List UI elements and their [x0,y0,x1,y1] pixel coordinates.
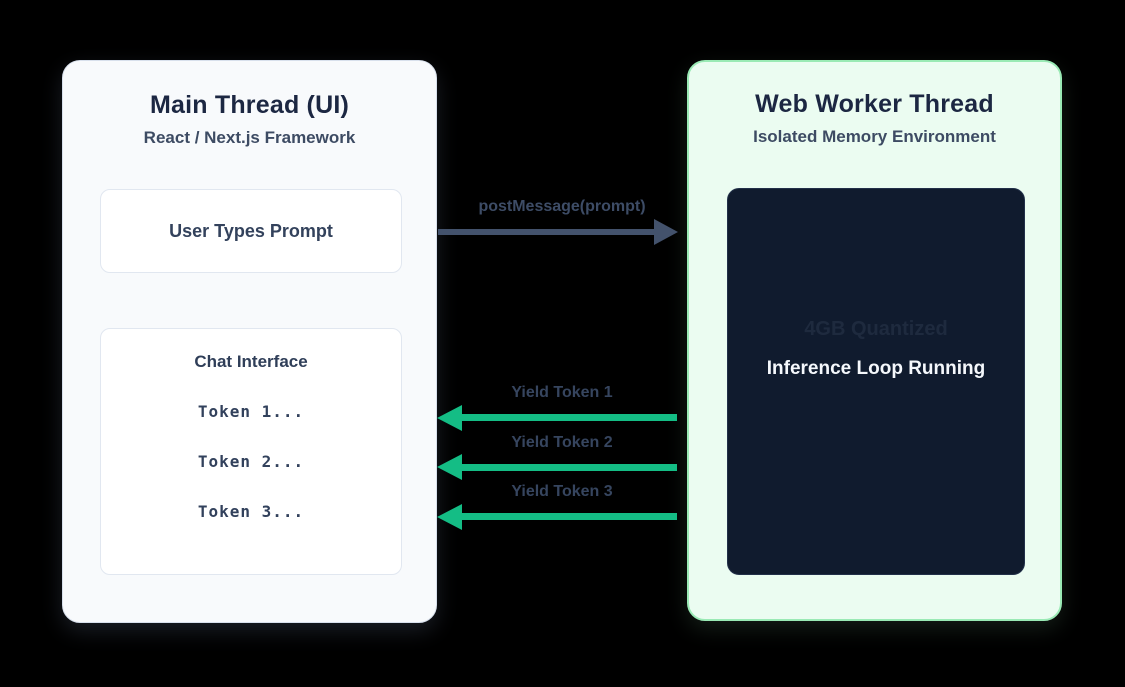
yield-token-1-arrow-line [461,414,677,421]
main-thread-subtitle: React / Next.js Framework [143,128,356,147]
web-worker-subtitle: Isolated Memory Environment [753,127,996,146]
yield-token-1-arrowhead-icon [437,405,462,431]
yield-token-2-label: Yield Token 2 [511,434,613,451]
postmessage-label: postMessage(prompt) [478,198,646,215]
token-line-1: Token 1... [197,402,305,421]
yield-token-3-arrow-line [461,513,677,520]
yield-token-2-arrow-line [461,464,677,471]
postmessage-arrowhead-icon [654,219,678,245]
yield-token-3-label: Yield Token 3 [511,483,613,500]
yield-token-1-label: Yield Token 1 [511,384,613,401]
inference-status-label: Inference Loop Running [766,358,986,379]
token-line-2: Token 2... [197,452,305,471]
model-ghost-label: 4GB Quantized [804,318,948,340]
web-worker-title: Web Worker Thread [755,90,994,118]
model-inference-box: 4GB Quantized Inference Loop Running [727,188,1025,575]
token-line-3: Token 3... [197,502,305,521]
user-prompt-box: User Types Prompt [100,189,402,273]
yield-token-3-arrowhead-icon [437,504,462,530]
yield-token-2-arrowhead-icon [437,454,462,480]
main-thread-panel: Main Thread (UI) React / Next.js Framewo… [62,60,437,623]
main-thread-title: Main Thread (UI) [149,91,350,119]
chat-interface-title: Chat Interface [194,352,308,371]
chat-interface-box: Chat Interface Token 1... Token 2... Tok… [100,328,402,575]
web-worker-panel: Web Worker Thread Isolated Memory Enviro… [687,60,1062,621]
postmessage-arrow-line [438,229,655,235]
user-prompt-label: User Types Prompt [169,220,333,241]
